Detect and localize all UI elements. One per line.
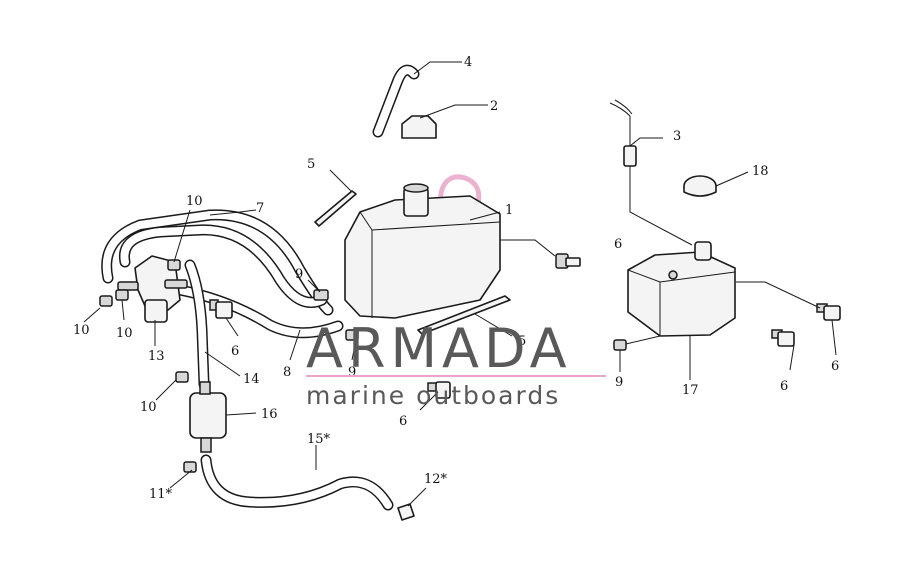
- callout-13: 13: [148, 349, 165, 364]
- fuel-hose-to-connector: [200, 454, 394, 511]
- callout-10-c: 10: [116, 326, 133, 341]
- hose-clip-a: [313, 289, 329, 301]
- hose-clamp-c: [167, 259, 181, 271]
- callout-8: 8: [283, 365, 291, 380]
- bolt-tank-right: [555, 253, 581, 269]
- watermark-brand: ARMADA: [306, 317, 572, 380]
- fuel-filter: [189, 381, 227, 453]
- callout-10-b: 10: [73, 323, 90, 338]
- hose-clamp-e: [183, 461, 197, 473]
- fuel-tank-main: [344, 183, 501, 319]
- callout-6-oil-a: 6: [780, 379, 788, 394]
- callout-labels: 1 2 3 4 5 5 6 6 6 6 6 7 8 9 9 9 10 10 10…: [73, 55, 839, 502]
- watermark-tagline: marine outboards: [306, 381, 560, 410]
- callout-1: 1: [505, 203, 513, 218]
- fuel-hose-upper: [101, 209, 334, 316]
- hose-clamp-b: [115, 289, 129, 301]
- callout-9-b: 9: [348, 365, 356, 380]
- callout-6-pump: 6: [231, 344, 239, 359]
- level-sensor: [609, 99, 637, 167]
- callout-4: 4: [464, 55, 472, 70]
- fuel-cap: [401, 115, 437, 139]
- callout-7: 7: [256, 201, 264, 216]
- fuel-hose-lower: [174, 284, 344, 339]
- callout-6-oil-b: 6: [831, 359, 839, 374]
- callout-5-top: 5: [307, 157, 315, 172]
- hose-clamp-d: [175, 371, 189, 383]
- callout-11: 11*: [149, 487, 173, 502]
- callout-18: 18: [752, 164, 769, 179]
- hose-clamp-a: [99, 295, 113, 307]
- bolt-oil-tank-b: [816, 303, 841, 321]
- bolt-oil-tank-a: [771, 329, 795, 347]
- callout-6-tank-bottom: 6: [399, 414, 407, 429]
- callout-10-d: 10: [140, 400, 157, 415]
- callout-14: 14: [243, 372, 260, 387]
- callout-6-tank-right: 6: [614, 237, 622, 252]
- rubber-strip-bottom: [417, 295, 511, 335]
- bolt-pump: [209, 299, 233, 319]
- quick-connector: [397, 503, 415, 521]
- oil-tank-cap: [683, 175, 717, 197]
- hose-clip-c: [613, 339, 627, 351]
- callout-16: 16: [261, 407, 278, 422]
- watermark-text: ARMADA marine outboards: [306, 317, 606, 410]
- callout-5-bottom: 5: [518, 334, 526, 349]
- rubber-strip-top: [314, 190, 357, 227]
- vent-tube: [372, 64, 420, 138]
- leader-lines: [83, 61, 837, 507]
- callout-9-a: 9: [295, 267, 303, 282]
- callout-2: 2: [490, 99, 498, 114]
- hose-clip-b: [345, 329, 359, 341]
- oil-tank: [627, 241, 736, 337]
- bolt-tank-bottom: [427, 381, 451, 399]
- callout-9-c: 9: [615, 375, 623, 390]
- callout-17: 17: [682, 383, 699, 398]
- fuel-hose-to-filter: [184, 259, 210, 390]
- callout-10-a: 10: [186, 194, 203, 209]
- callout-15: 15*: [307, 432, 331, 447]
- callout-3: 3: [673, 129, 681, 144]
- callout-12: 12*: [424, 472, 448, 487]
